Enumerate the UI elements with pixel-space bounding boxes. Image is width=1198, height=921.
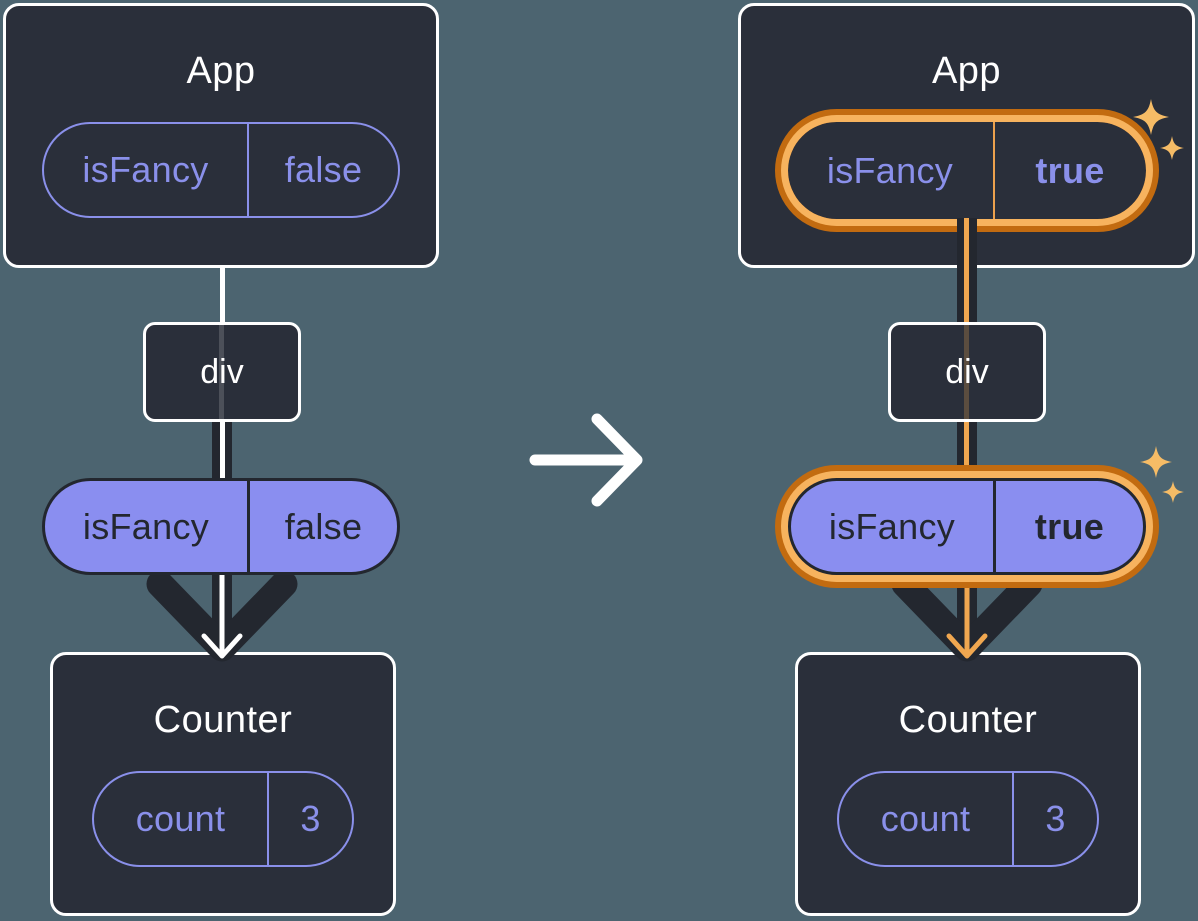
div-to-prop-line-before: [220, 420, 225, 482]
prop-name-cell: isFancy: [788, 122, 995, 219]
state-name-cell: count: [839, 773, 1014, 865]
app-title: App: [931, 50, 1002, 92]
sparkle-small: [1162, 481, 1184, 503]
div-label: div: [945, 352, 989, 391]
div-label: div: [200, 352, 244, 391]
app-prop-pill-before: isFancy false: [42, 122, 400, 218]
counter-card-after: Counter count 3: [795, 652, 1141, 916]
sparkle-large: [1140, 446, 1172, 478]
sparkle-large: [1133, 99, 1169, 135]
arrow-right-icon: [529, 413, 643, 507]
prop-name-cell: isFancy: [44, 124, 249, 216]
prop-name-cell: isFancy: [791, 481, 996, 572]
counter-title: Counter: [153, 699, 293, 741]
arrow-core-head: [946, 633, 988, 659]
counter-card-before: Counter count 3: [50, 652, 396, 916]
prop-value-cell: false: [284, 505, 363, 547]
div-box-before: div: [143, 322, 301, 422]
flow-line-through-div: [964, 325, 969, 419]
app-to-div-line-before: [220, 265, 225, 325]
passed-prop-pill-before: isFancy false: [42, 478, 400, 575]
prop-to-div-line-after: [964, 218, 969, 326]
arrow-core-head: [201, 633, 243, 659]
counter-state-pill-before: count 3: [92, 771, 354, 867]
counter-state-pill-after: count 3: [837, 771, 1099, 867]
app-card-before: App isFancy false: [3, 3, 439, 268]
state-name-cell: count: [94, 773, 269, 865]
app-prop-pill-after-highlighted: isFancy true: [788, 122, 1146, 219]
flow-line-through-div: [219, 325, 224, 419]
prop-value-cell: true: [1035, 149, 1105, 191]
sparkle-small: [1160, 136, 1184, 160]
sparkles-icon: [1133, 99, 1184, 160]
app-title: App: [186, 50, 256, 92]
arrow-right-head: [591, 413, 643, 507]
counter-title: Counter: [898, 699, 1038, 741]
prop-value-cell: false: [284, 149, 363, 190]
passed-prop-pill-after-highlighted: isFancy true: [788, 478, 1146, 575]
prop-flow-arrow-before: [146, 568, 298, 662]
state-value-cell: 3: [1045, 798, 1066, 839]
state-value-cell: 3: [300, 798, 321, 839]
prop-value-cell: true: [1034, 505, 1105, 547]
prop-name-cell: isFancy: [45, 481, 250, 572]
div-to-prop-line-after: [964, 420, 969, 482]
div-box-after: div: [888, 322, 1046, 422]
prop-flow-arrow-after: [891, 568, 1043, 662]
sparkles-icon: [1140, 446, 1184, 503]
